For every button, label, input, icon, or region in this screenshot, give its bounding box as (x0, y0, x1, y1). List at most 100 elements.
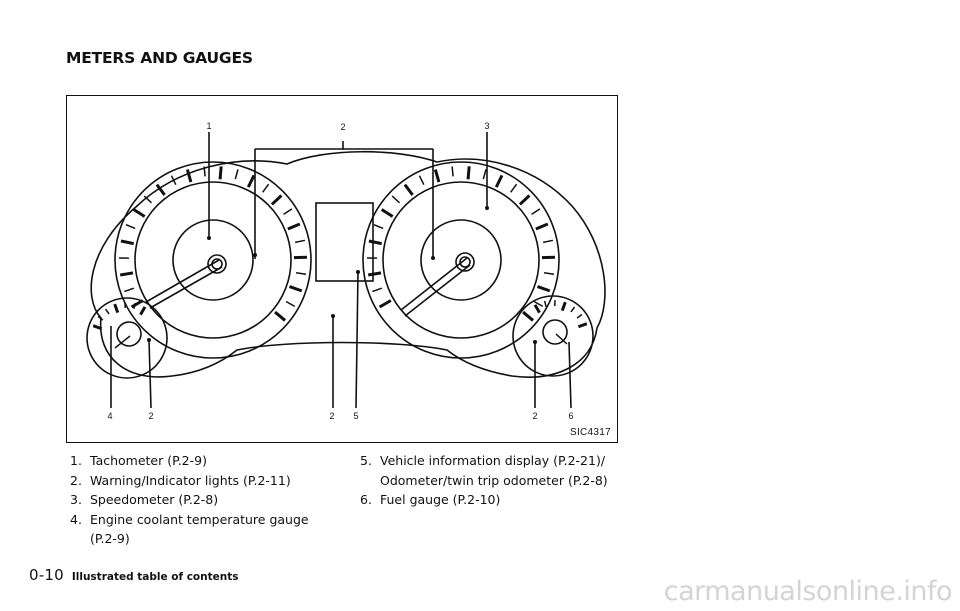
tachometer-ring (134, 181, 292, 339)
section-title: METERS AND GAUGES (66, 49, 253, 67)
callout-2-left: 2 (148, 411, 153, 421)
page-number: 0-10 (29, 566, 64, 584)
gauge-tick (124, 287, 135, 293)
gauge-tick (531, 208, 541, 215)
callout-6: 6 (568, 411, 573, 421)
gauge-tick (433, 169, 441, 183)
gauge-tick (372, 287, 383, 293)
callout-5: 5 (353, 411, 358, 421)
gauge-tick (113, 303, 120, 314)
speedometer-needle (400, 257, 471, 317)
callout-2-center: 2 (329, 411, 334, 421)
gauge-tick (391, 195, 400, 204)
instrument-cluster-illustration: 1 2 3 4 2 2 5 2 6 (86, 121, 606, 421)
legend-item-text-cont: (P.2-9) (90, 531, 130, 546)
legend-item-number: 4. (70, 511, 82, 527)
gauge-tick (125, 223, 136, 230)
legend-item-6: 6. Fuel gauge (P.2-10) (356, 490, 608, 510)
gauge-tick (451, 166, 454, 177)
legend-item-text: Vehicle information display (P.2-21)/ (380, 453, 606, 468)
gauge-tick (294, 239, 306, 244)
footer-section-title: Illustrated table of contents (71, 571, 239, 583)
fuel-gauge-dial (542, 319, 568, 345)
legend-item-text: Speedometer (P.2-8) (90, 492, 219, 507)
gauge-tick (533, 304, 541, 314)
gauge-tick (510, 183, 518, 193)
gauge-tick (518, 194, 531, 206)
gauge-tick (560, 301, 567, 312)
tachometer-bezel (114, 161, 312, 359)
speedometer-hub (455, 252, 475, 272)
gauge-tick (289, 285, 303, 293)
callout-2-top: 2 (340, 122, 345, 132)
gauge-tick (170, 175, 177, 185)
gauge-tick (185, 169, 193, 183)
coolant-gauge-bezel (86, 297, 168, 379)
callout-2-right: 2 (532, 411, 537, 421)
legend-column-left: 1. Tachometer (P.2-9) 2. Warning/Indicat… (66, 451, 309, 549)
gauge-tick (380, 208, 394, 218)
coolant-gauge-dial (116, 321, 142, 347)
gauge-tick (203, 166, 206, 177)
callout-1: 1 (206, 121, 211, 131)
gauge-tick (143, 195, 152, 204)
gauge-tick (234, 169, 239, 180)
gauge-tick (139, 306, 147, 316)
legend-item-4: 4. Engine coolant temperature gauge (P.2… (66, 510, 309, 549)
gauge-tick (378, 299, 392, 309)
coolant-gauge-needle (114, 335, 131, 349)
gauge-tick (577, 322, 588, 329)
legend-item-5: 5. Vehicle information display (P.2-21)/… (356, 451, 608, 490)
gauge-tick (120, 239, 134, 246)
gauge-tick (285, 300, 296, 308)
legend-item-text: Tachometer (P.2-9) (90, 453, 207, 468)
gauge-tick (262, 183, 270, 193)
gauge-tick-marks (92, 166, 588, 331)
legend-item-number: 1. (70, 453, 82, 468)
fuel-gauge-bezel (512, 295, 594, 377)
legend-item-number: 2. (70, 472, 82, 488)
gauge-tick (246, 174, 256, 188)
gauge-tick (97, 315, 104, 321)
fuel-gauge-needle (555, 333, 568, 345)
gauge-tick (367, 271, 382, 277)
legend-item-number: 5. (360, 453, 372, 468)
tachometer-inner-dial (172, 219, 254, 301)
callout-3: 3 (484, 121, 489, 131)
callout-4: 4 (107, 411, 112, 421)
cluster-housing-outline (90, 150, 606, 378)
figure-code: SIC4317 (569, 427, 611, 438)
tachometer-hub (207, 254, 227, 274)
gauge-tick (537, 285, 551, 293)
legend-item-1: 1. Tachometer (P.2-9) (66, 451, 309, 471)
gauge-tick (418, 175, 425, 185)
legend-item-text: Warning/Indicator lights (P.2-11) (90, 472, 291, 488)
gauge-tick (132, 208, 146, 218)
gauge-tick (295, 272, 307, 276)
legend-column-right: 5. Vehicle information display (P.2-21)/… (356, 451, 608, 510)
gauge-tick (522, 310, 534, 322)
legend-item-number: 3. (70, 492, 82, 507)
legend-item-3: 3. Speedometer (P.2-8) (66, 490, 309, 510)
legend-item-number: 6. (360, 492, 372, 507)
gauge-tick (274, 310, 286, 322)
legend-item-2: 2. Warning/Indicator lights (P.2-11) (66, 471, 309, 491)
speedometer-inner-dial (420, 219, 502, 301)
gauge-tick (543, 300, 547, 307)
gauge-tick (494, 174, 504, 188)
gauge-tick (287, 222, 301, 231)
gauge-tick (543, 272, 555, 276)
gauge-tick (482, 169, 487, 180)
gauge-tick (283, 208, 293, 215)
gauge-tick (130, 299, 144, 309)
gauge-tick (218, 166, 223, 180)
gauge-tick (466, 166, 471, 180)
gauge-tick (403, 183, 414, 196)
speedometer-ring (382, 181, 540, 339)
gauge-tick (533, 300, 544, 308)
gauge-tick (92, 324, 103, 331)
page-footer: 0-10 Illustrated table of contents (29, 566, 239, 584)
gauge-tick (155, 183, 166, 196)
gauge-tick (270, 194, 283, 206)
legend-item-text: Fuel gauge (P.2-10) (380, 492, 501, 507)
